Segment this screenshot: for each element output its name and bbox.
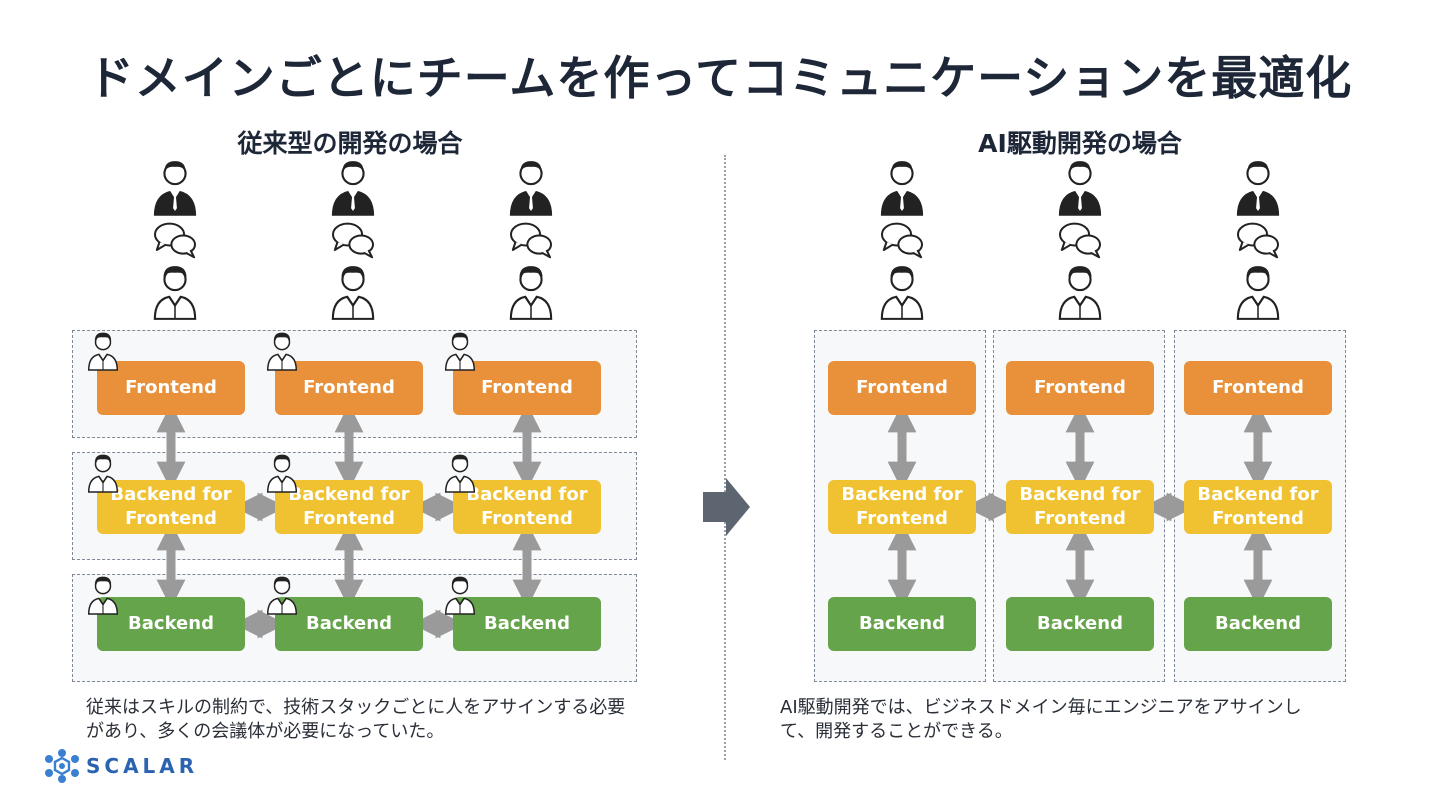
engineer-icon — [444, 331, 476, 371]
right-note: AI駆動開発では、ビジネスドメイン毎にエンジニアをアサインし て、開発することが… — [780, 696, 1400, 744]
left-frontend-1: Frontend — [97, 361, 245, 415]
engineer-icon — [87, 331, 119, 371]
left-heading: 従来型の開発の場合 — [237, 129, 463, 158]
scalar-logo-icon — [45, 749, 79, 783]
page-title: ドメインごとにチームを作ってコミュニケーションを最適化 — [87, 51, 1353, 105]
left-note: 従来はスキルの制約で、技術スタックごとに人をアサインする必要 があり、多くの会議… — [86, 696, 706, 744]
left-backend-2: Backend — [275, 597, 423, 651]
engineer-icon — [444, 453, 476, 493]
right-heading: AI駆動開発の場合 — [978, 129, 1182, 158]
engineer-icon — [87, 575, 119, 615]
engineer-icon — [444, 575, 476, 615]
right-frontend-3: Frontend — [1184, 361, 1332, 415]
right-arrow-icon — [703, 478, 750, 536]
right-backend-1: Backend — [828, 597, 976, 651]
right-backend-2: Backend — [1006, 597, 1154, 651]
left-bff-3: Backend for Frontend — [453, 480, 601, 534]
right-note-line-2: て、開発することができる。 — [780, 721, 1013, 742]
engineer-icon — [266, 453, 298, 493]
scalar-logo: SCALAR — [44, 748, 198, 784]
right-bff-3: Backend for Frontend — [1184, 480, 1332, 534]
right-frontend-1: Frontend — [828, 361, 976, 415]
left-bff-2: Backend for Frontend — [275, 480, 423, 534]
left-frontend-2: Frontend — [275, 361, 423, 415]
right-backend-3: Backend — [1184, 597, 1332, 651]
engineer-icon — [266, 575, 298, 615]
left-frontend-3: Frontend — [453, 361, 601, 415]
right-bff-1: Backend for Frontend — [828, 480, 976, 534]
left-backend-3: Backend — [453, 597, 601, 651]
right-note-line-1: AI駆動開発では、ビジネスドメイン毎にエンジニアをアサインし — [780, 697, 1302, 718]
logo-text: SCALAR — [86, 754, 199, 778]
left-bff-1: Backend for Frontend — [97, 480, 245, 534]
right-frontend-2: Frontend — [1006, 361, 1154, 415]
engineer-icon — [87, 453, 119, 493]
divider — [724, 155, 726, 760]
right-bff-2: Backend for Frontend — [1006, 480, 1154, 534]
left-note-line-2: があり、多くの会議体が必要になっていた。 — [86, 721, 445, 742]
engineer-icon — [266, 331, 298, 371]
left-backend-1: Backend — [97, 597, 245, 651]
left-note-line-1: 従来はスキルの制約で、技術スタックごとに人をアサインする必要 — [86, 697, 626, 718]
